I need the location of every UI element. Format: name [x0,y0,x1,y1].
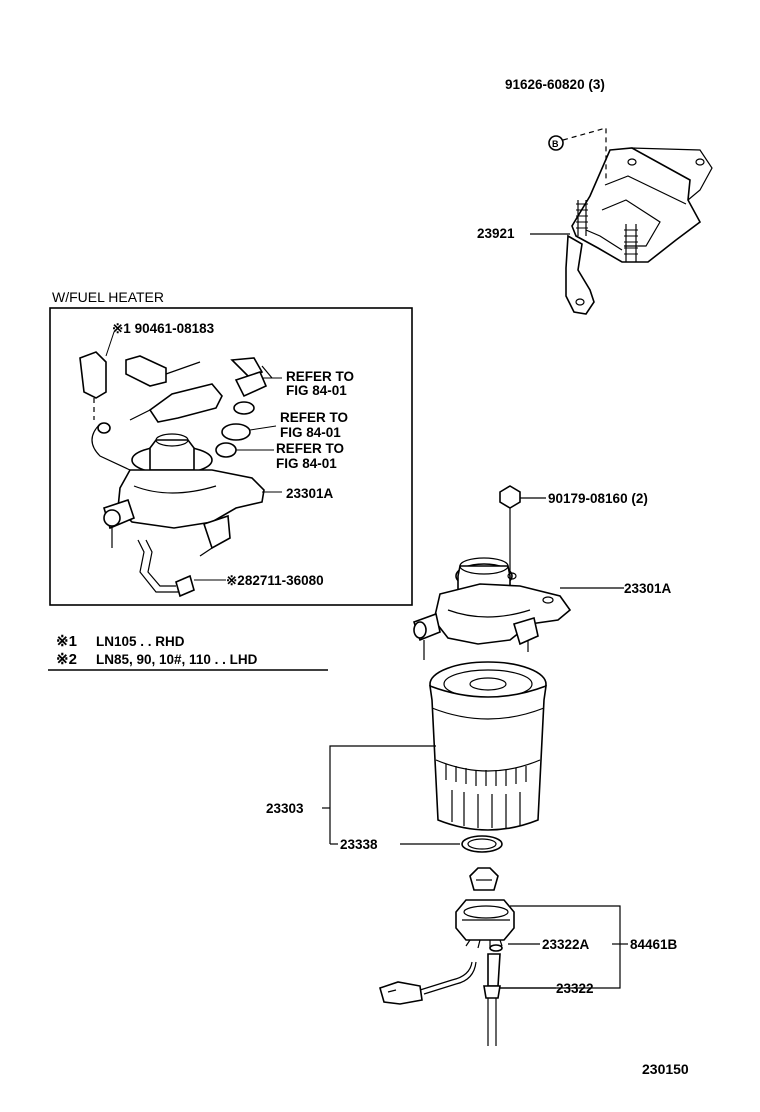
figure-number: 230150 [642,1061,689,1077]
main-pump-illustration [412,557,572,660]
label-heater-part-90461: ※1 90461-08183 [112,321,215,336]
sensor-illustration [379,867,515,1046]
svg-text:B: B [552,139,559,149]
label-heater-pump-23301a: 23301A [286,486,334,501]
label-filter-23303: 23303 [266,801,304,816]
bracket-illustration [565,147,713,315]
label-bracket-23921: 23921 [477,226,515,241]
label-bolt-91626: 91626-60820 (3) [505,77,605,92]
label-sensor-23322: 23322 [556,981,594,996]
filter-leader [329,745,436,844]
heater-inset-title: W/FUEL HEATER [52,289,164,305]
nut-91626-icon: B [548,135,564,151]
gasket-illustration [461,835,503,853]
label-nut-90179: 90179-08160 (2) [548,491,648,506]
label-refer-2-line1: REFER TO [280,410,348,425]
heater-inset-frame [49,307,413,606]
label-gasket-23338: 23338 [340,837,378,852]
note-1-text: LN105 . . RHD [96,634,185,649]
fuel-filter-illustration [429,661,547,831]
label-refer-2-line2: FIG 84-01 [280,425,341,440]
note-2-mark: ※2 [56,651,77,668]
note-1-mark: ※1 [56,633,77,650]
note-2-text: LN85, 90, 10#, 110 . . LHD [96,652,258,667]
label-refer-1-line1: REFER TO [286,369,354,384]
heater-pump-illustration [79,331,282,598]
label-pump-23301a: 23301A [624,581,672,596]
label-sensor-set-84461b: 84461B [630,937,678,952]
label-refer-1-line2: FIG 84-01 [286,383,347,398]
label-oring-23322a: 23322A [542,937,590,952]
sensor-set-leader [500,905,621,989]
label-refer-3-line2: FIG 84-01 [276,456,337,471]
label-heater-harness: ※282711-36080 [226,573,324,588]
main-nut-icon [499,485,521,572]
label-refer-3-line1: REFER TO [276,441,344,456]
